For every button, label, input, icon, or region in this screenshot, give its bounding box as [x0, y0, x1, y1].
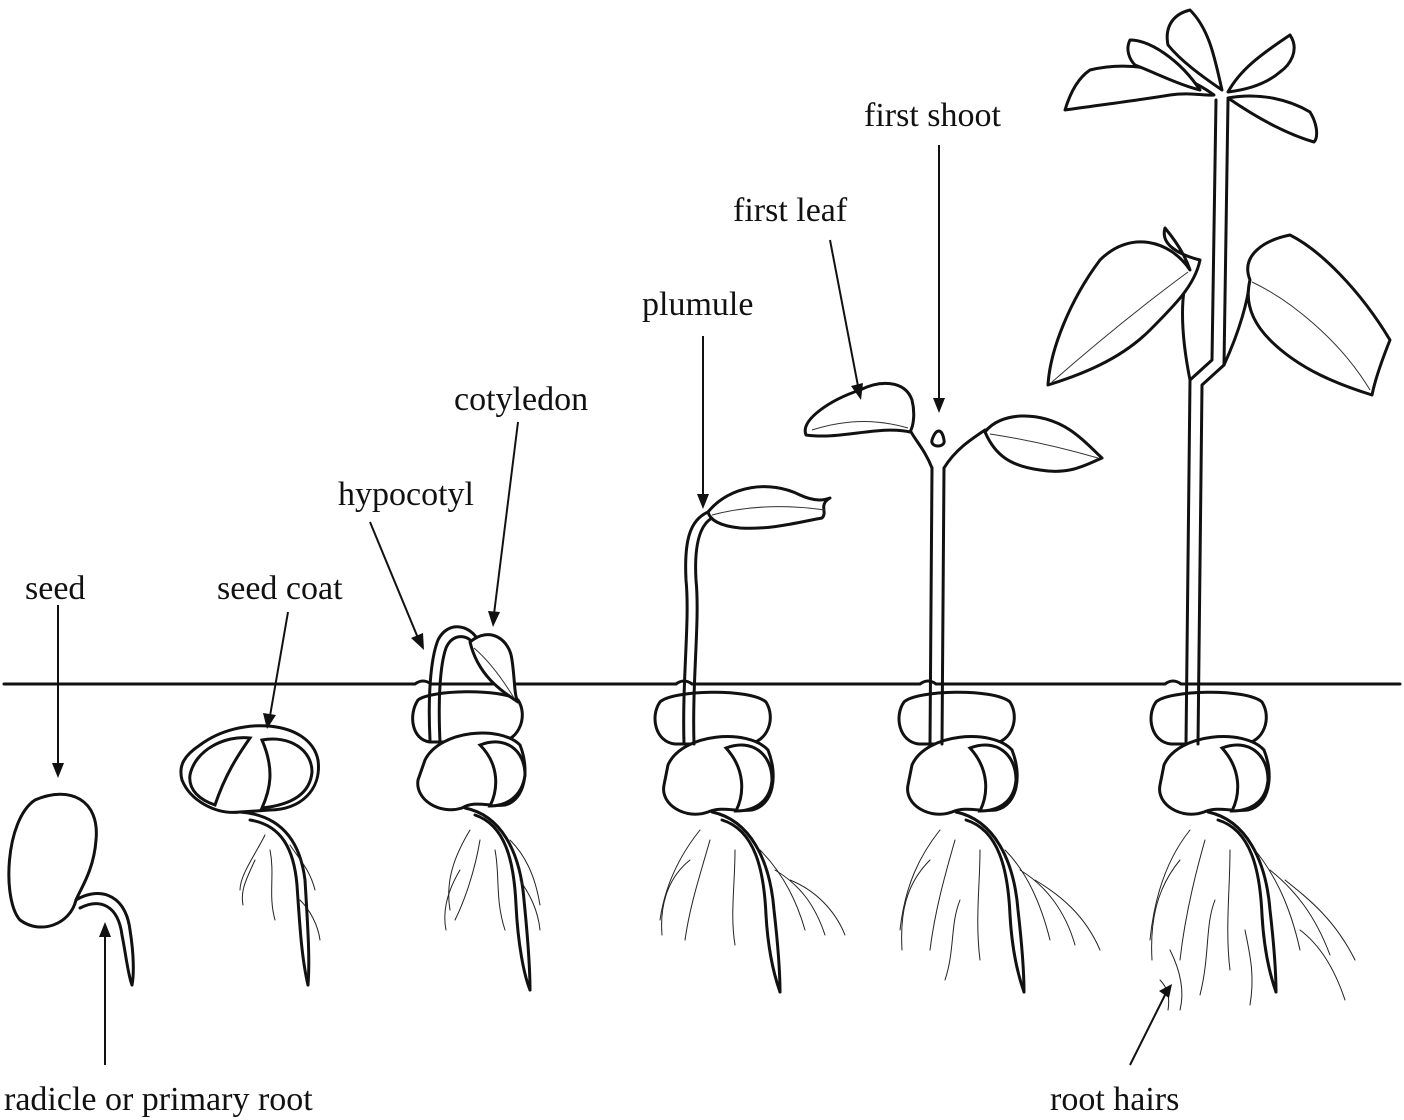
label-first-shoot: first shoot [864, 97, 1001, 134]
stage-5-first-leaf [803, 381, 1104, 994]
label-radicle: radicle or primary root [4, 1081, 313, 1118]
pointer-arrows [52, 145, 1172, 1066]
stage-6-seedling [1046, 8, 1392, 1011]
label-cotyledon: cotyledon [454, 381, 589, 418]
label-seed-coat: seed coat [217, 570, 343, 607]
stage-3-hypocotyl [411, 625, 541, 992]
label-first-leaf: first leaf [733, 192, 848, 229]
label-root-hairs: root hairs [1050, 1081, 1180, 1118]
stage-2-seed-coat [179, 724, 321, 987]
label-plumule: plumule [642, 286, 754, 323]
stage-4-plumule [653, 485, 846, 994]
soil-line [2, 679, 1402, 686]
label-seed: seed [25, 570, 86, 607]
stage-1-seed [7, 792, 135, 987]
label-hypocotyl: hypocotyl [338, 476, 474, 513]
